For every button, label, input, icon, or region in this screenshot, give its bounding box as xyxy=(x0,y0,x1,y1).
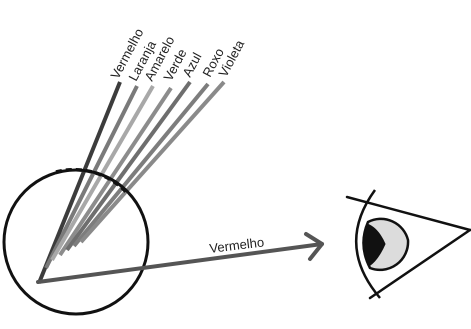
ray-amarelo xyxy=(52,86,153,260)
ray-laranja xyxy=(46,86,137,268)
ray-violeta xyxy=(81,82,224,242)
outgoing-beam-line xyxy=(38,244,322,282)
eye-icon xyxy=(347,190,470,298)
